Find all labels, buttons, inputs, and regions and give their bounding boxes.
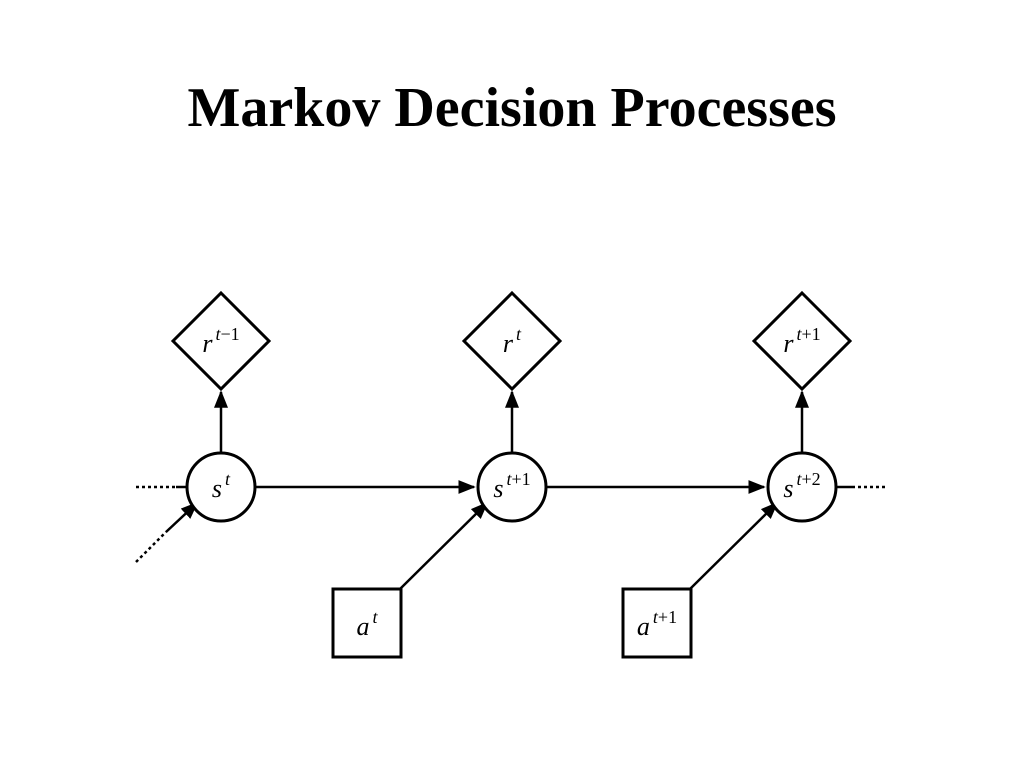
edge-action-t-to-state bbox=[399, 501, 489, 590]
edge-incoming-action bbox=[165, 501, 199, 533]
edge-incoming-action-dotted bbox=[135, 531, 167, 563]
svg-text:rt: rt bbox=[503, 324, 522, 358]
svg-text:rt+1: rt+1 bbox=[783, 324, 820, 358]
svg-text:st: st bbox=[212, 469, 231, 503]
svg-text:at: at bbox=[356, 607, 378, 641]
edge-action-t1-to-state bbox=[689, 501, 779, 590]
slide-title: Markov Decision Processes bbox=[187, 77, 837, 139]
svg-text:rt−1: rt−1 bbox=[202, 324, 239, 358]
svg-text:at+1: at+1 bbox=[637, 607, 677, 641]
svg-text:st+2: st+2 bbox=[783, 469, 820, 503]
svg-text:st+1: st+1 bbox=[493, 469, 530, 503]
